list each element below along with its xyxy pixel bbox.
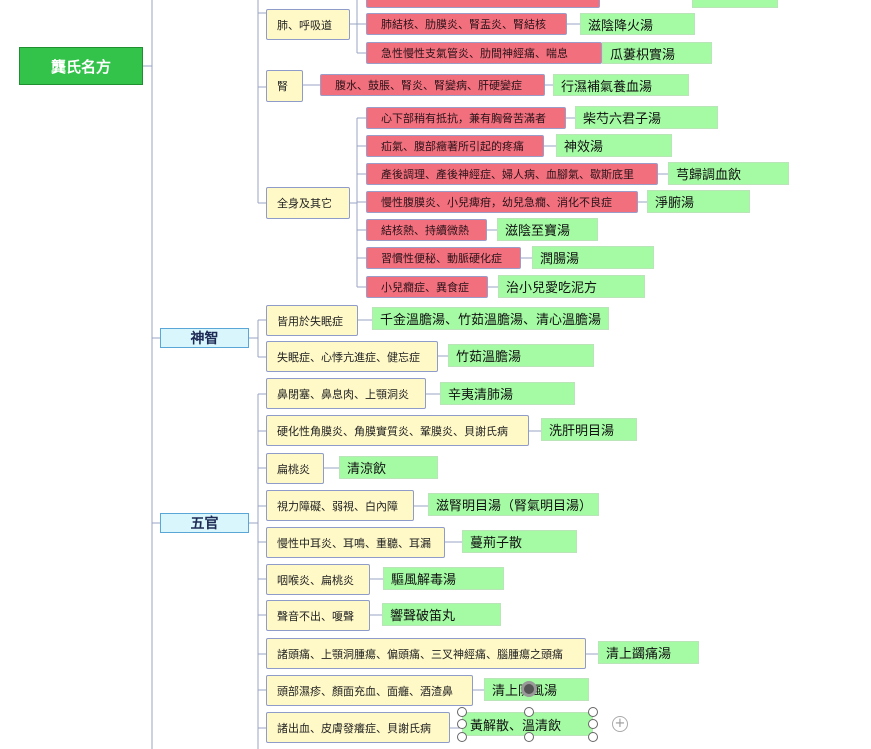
remedy-node[interactable]: 行濕補氣養血湯: [553, 74, 689, 96]
symptom-node[interactable]: 產後調理、產後神經症、婦人病、血腳氣、歇斯底里: [366, 163, 658, 185]
selection-handle[interactable]: [588, 719, 598, 729]
remedy-node[interactable]: 淨腑湯: [647, 190, 750, 213]
category-node[interactable]: 鼻閉塞、鼻息肉、上顎洞炎: [266, 378, 426, 409]
remedy-node[interactable]: 清涼飲: [339, 456, 438, 479]
selection-handle[interactable]: [588, 707, 598, 717]
add-topic-icon[interactable]: +: [612, 716, 628, 732]
symptom-node[interactable]: 小兒癇症、異食症: [366, 276, 488, 298]
selection-handle[interactable]: [524, 732, 534, 742]
symptom-node[interactable]: 慢性腹膜炎、小兒痺疳，幼兒急癇、消化不良症: [366, 191, 638, 213]
remedy-node[interactable]: 治小兒愛吃泥方: [498, 275, 645, 298]
category-node[interactable]: 慢性中耳炎、耳鳴、重聽、耳漏: [266, 527, 445, 558]
selection-handle[interactable]: [457, 732, 467, 742]
category-node[interactable]: 諸出血、皮膚發癢症、貝謝氏病: [266, 712, 450, 743]
symptom-node[interactable]: 疝氣、腹部癥著所引起的疼痛: [366, 135, 544, 157]
remedy-node[interactable]: 滋陰至寶湯: [497, 218, 598, 241]
remedy-node[interactable]: 潤腸湯: [532, 246, 654, 269]
remedy-node[interactable]: 千金溫膽湯、竹茹溫膽湯、清心溫膽湯: [372, 307, 609, 330]
category-node[interactable]: 諸頭痛、上顎洞腫瘍、偏頭痛、三叉神經痛、腦腫瘍之頭痛: [266, 638, 586, 669]
remedy-node[interactable]: 神效湯: [556, 134, 672, 157]
category-node[interactable]: 皆用於失眠症: [266, 305, 358, 336]
category-general[interactable]: 全身及其它: [266, 187, 350, 219]
root-topic[interactable]: 龔氏名方: [19, 47, 143, 85]
symptom-node[interactable]: 急性慢性支氣管炎、肋間神經痛、喘息: [366, 42, 602, 64]
category-node[interactable]: 咽喉炎、扁桃炎: [266, 564, 370, 595]
remedy-node[interactable]: 辛夷清肺湯: [440, 382, 575, 405]
remedy-node[interactable]: 響聲破笛丸: [382, 603, 501, 626]
category-node[interactable]: 視力障礙、弱視、白內障: [266, 490, 414, 521]
symptom-node[interactable]: 習慣性便秘、動脈硬化症: [366, 247, 521, 269]
selection-handle[interactable]: [457, 719, 467, 729]
symptom-node[interactable]: 腹水、鼓脹、腎炎、腎變病、肝硬變症: [320, 74, 545, 96]
remedy-node[interactable]: 驅風解毒湯: [383, 567, 504, 590]
remedy-node[interactable]: 洗肝明目湯: [541, 418, 637, 441]
remedy-node[interactable]: 蔓荊子散: [462, 530, 577, 553]
remedy-node[interactable]: 柴芍六君子湯: [575, 106, 718, 129]
remedy-node[interactable]: 瓜蔞枳實湯: [602, 42, 712, 64]
selection-handle[interactable]: [524, 707, 534, 717]
category-node[interactable]: 扁桃炎: [266, 453, 324, 484]
category-node[interactable]: 頭部濕疹、顏面充血、面癰、酒渣鼻: [266, 675, 473, 706]
remedy-node[interactable]: 清上蠲痛湯: [598, 641, 699, 664]
branch-wuguan[interactable]: 五官: [160, 513, 249, 533]
category-node[interactable]: 失眠症、心悸亢進症、健忘症: [266, 341, 438, 372]
category-kidney[interactable]: 腎: [266, 70, 303, 102]
remedy-node-clipped[interactable]: [692, 0, 778, 8]
category-lung[interactable]: 肺、呼吸道: [266, 9, 350, 40]
selection-handle[interactable]: [588, 732, 598, 742]
drag-handle-icon[interactable]: [521, 681, 537, 697]
symptom-node[interactable]: 肺結核、肋膜炎、腎盂炎、腎結核: [366, 13, 567, 35]
symptom-node[interactable]: 結核熱、持續微熱: [366, 219, 487, 241]
branch-shenzhi[interactable]: 神智: [160, 328, 249, 348]
symptom-node[interactable]: 心下部稍有抵抗，兼有胸脅苦滿者: [366, 107, 566, 129]
symptom-node-clipped[interactable]: [366, 0, 600, 8]
remedy-node[interactable]: 芎歸調血飲: [668, 162, 789, 185]
selection-handle[interactable]: [457, 707, 467, 717]
category-node[interactable]: 聲音不出、嗄聲: [266, 600, 370, 631]
remedy-node[interactable]: 滋腎明目湯（腎氣明目湯）: [428, 493, 599, 516]
category-node[interactable]: 硬化性角膜炎、角膜實質炎、鞏膜炎、貝謝氏病: [266, 415, 529, 446]
remedy-node[interactable]: 竹茹溫膽湯: [448, 344, 594, 367]
remedy-node[interactable]: 滋陰降火湯: [580, 13, 695, 35]
